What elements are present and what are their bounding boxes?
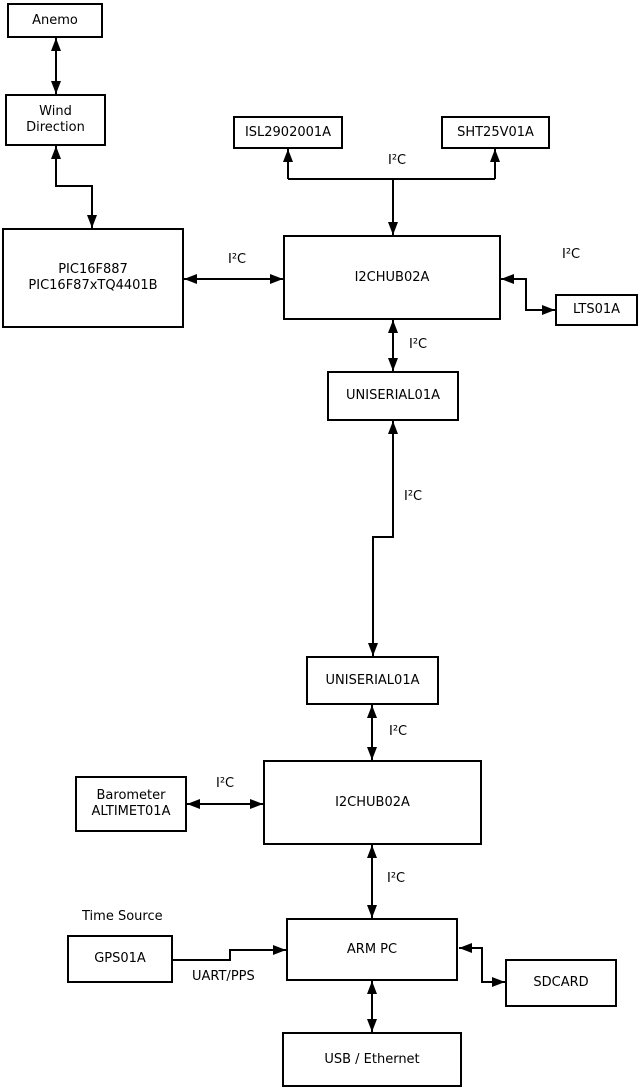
block-barometer-label-line1: Barometer [96, 788, 166, 803]
wire-wind-pic [51, 146, 97, 228]
block-isl2902001a-label: ISL2902001A [244, 124, 332, 140]
block-i2chub02a-2: I2CHUB02A [263, 760, 482, 845]
block-sht25v01a: SHT25V01A [441, 116, 550, 149]
edge-label-i2c-bus-top: I²C [388, 153, 407, 168]
block-uniserial01a-1-label: UNISERIAL01A [346, 388, 440, 403]
block-i2chub02a-2-label: I2CHUB02A [335, 794, 410, 810]
wire-gps-armpc [173, 945, 286, 961]
block-barometer: Barometer ALTIMET01A [75, 776, 187, 832]
block-i2chub02a-1: I2CHUB02A [283, 235, 501, 320]
block-pic-label-line1: PIC16F887 [58, 262, 128, 277]
block-gps01a: GPS01A [67, 935, 173, 983]
block-uniserial01a-2: UNISERIAL01A [306, 656, 439, 705]
edge-label-time-source: Time Source [82, 909, 163, 924]
block-sdcard-label: SDCARD [533, 975, 589, 990]
block-i2chub02a-1-label: I2CHUB02A [354, 269, 430, 285]
wire-hub1-lts [501, 274, 555, 315]
block-lts01a-label: LTS01A [572, 302, 621, 317]
wire-armpc-sdcard [459, 943, 505, 987]
block-wind-direction-label-line2: Direction [26, 120, 85, 135]
edge-label-i2c-hub1-uniserial1: I²C [409, 337, 428, 352]
block-usb-ethernet: USB / Ethernet [282, 1032, 462, 1087]
block-usb-ethernet-label: USB / Ethernet [324, 1051, 420, 1067]
wire-uniserial1-uniserial2 [368, 421, 398, 656]
block-uniserial01a-1: UNISERIAL01A [327, 371, 459, 421]
edge-label-uart-pps: UART/PPS [192, 969, 255, 984]
block-gps01a-label: GPS01A [94, 951, 146, 966]
block-sdcard: SDCARD [505, 959, 617, 1007]
block-barometer-label-line2: ALTIMET01A [91, 804, 171, 819]
block-sht25v01a-label: SHT25V01A [457, 124, 534, 140]
block-anemo: Anemo [7, 3, 103, 38]
edge-label-i2c-hub1-lts: I²C [562, 247, 581, 262]
block-arm-pc: ARM PC [286, 918, 458, 981]
block-uniserial01a-2-label: UNISERIAL01A [325, 672, 420, 688]
block-pic-label-line2: PIC16F87xTQ4401B [28, 278, 158, 293]
block-wind-direction-label-line1: Wind [39, 104, 72, 119]
block-lts01a: LTS01A [555, 294, 638, 326]
block-arm-pc-label: ARM PC [346, 941, 398, 957]
block-isl2902001a: ISL2902001A [233, 116, 343, 149]
block-wind-direction: Wind Direction [5, 94, 106, 146]
edge-label-i2c-hub2-armpc: I²C [387, 871, 406, 886]
block-pic: PIC16F887 PIC16F87xTQ4401B [2, 228, 184, 328]
edge-label-i2c-uniserial2-hub2: I²C [389, 724, 408, 739]
block-anemo-label: Anemo [32, 12, 78, 28]
edge-label-i2c-barometer-hub2: I²C [216, 776, 235, 791]
edge-label-i2c-pic-hub1: I²C [228, 252, 247, 267]
edge-label-i2c-uniserial-link: I²C [404, 489, 423, 504]
